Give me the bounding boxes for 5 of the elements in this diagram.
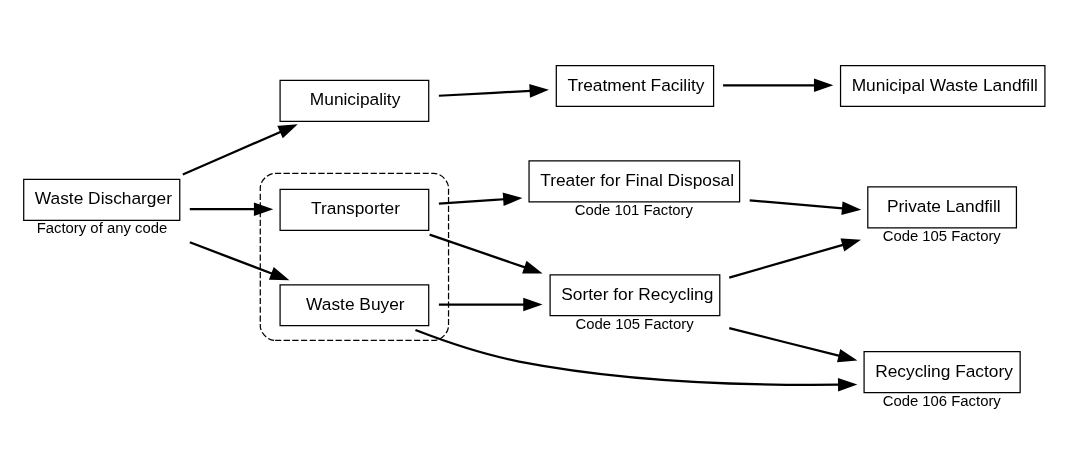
node-label: Code 105 Factory <box>882 227 1001 244</box>
node-label: Code 101 Factory <box>574 201 693 218</box>
node-label: Factory of any code <box>36 220 168 237</box>
node-label: Code 105 Factory <box>575 315 694 332</box>
node-label: Code 106 Factory <box>882 392 1001 409</box>
